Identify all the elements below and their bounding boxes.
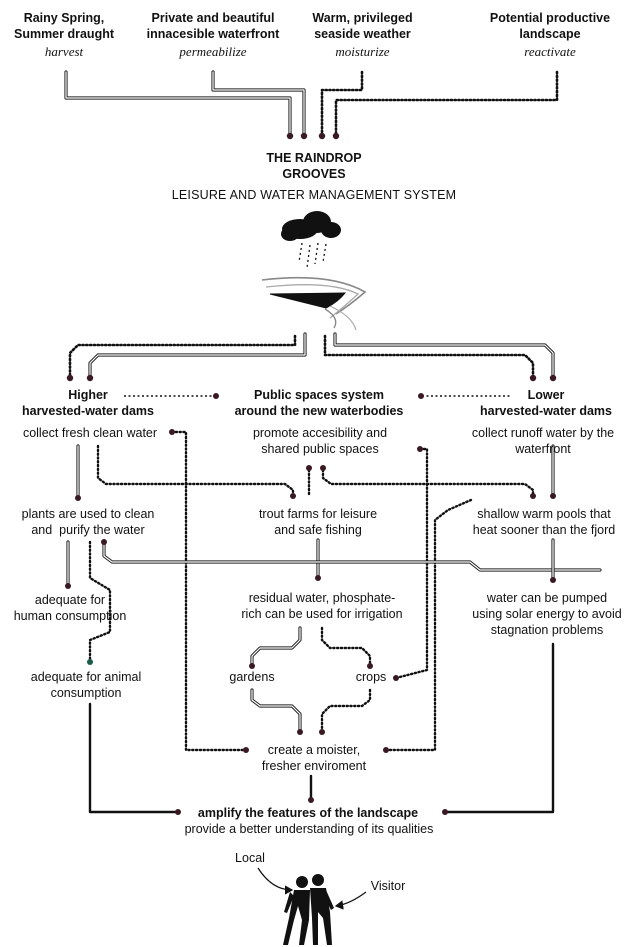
node-animal: adequate for animal consumption — [30, 670, 142, 700]
people-local-label: Local — [235, 851, 265, 865]
node-trout: trout farms for leisure and safe fishing — [258, 507, 378, 537]
input-landscape-title: Potential productive landscape — [489, 11, 611, 41]
system-subtitle: LEISURE AND WATER MANAGEMENT SYSTEM — [171, 188, 457, 202]
top-connectors — [64, 70, 559, 136]
input-rainy-title: Rainy Spring, Summer draught — [13, 11, 114, 41]
input-waterfront-title: Private and beautiful innacesible waterf… — [146, 11, 280, 41]
node-moister: create a moister, fresher enviroment — [261, 743, 367, 773]
input-waterfront-verb: permeabilize — [179, 44, 247, 59]
top-connector-dots — [286, 132, 340, 140]
middle-network-dots — [65, 429, 556, 815]
input-landscape-verb: reactivate — [524, 44, 576, 59]
node-crops: crops — [355, 670, 387, 684]
node-residual: residual water, phosphate- rich can be u… — [241, 591, 403, 621]
lower-dams-title: Lower harvested-water dams — [479, 388, 612, 418]
rain-cloud-icon — [281, 211, 341, 269]
middle-network — [66, 430, 602, 814]
split-connectors — [68, 332, 555, 378]
lower-dams-desc: collect runoff water by the waterfront — [471, 426, 615, 456]
people-icon — [283, 874, 334, 945]
node-amplify: amplify the features of the landscape — [197, 806, 419, 820]
people-visitor-label: Visitor — [370, 879, 406, 893]
public-spaces-title: Public spaces system around the new wate… — [234, 388, 404, 418]
node-pumped: water can be pumped using solar energy t… — [472, 591, 622, 637]
node-gardens: gardens — [229, 670, 275, 684]
input-weather-verb: moisturize — [335, 44, 390, 59]
split-connector-dots — [66, 374, 557, 382]
node-human: adequate for human consumption — [13, 593, 127, 623]
node-plants: plants are used to clean and purify the … — [21, 507, 155, 537]
node-pools: shallow warm pools that heat sooner than… — [472, 507, 616, 537]
input-weather-title: Warm, privileged seaside weather — [312, 11, 413, 41]
system-title: THE RAINDROP GROOVES — [266, 151, 362, 181]
header-cross-dots — [213, 393, 424, 399]
input-rainy-verb: harvest — [44, 44, 84, 59]
public-spaces-desc: promote accesibility and shared public s… — [252, 426, 388, 456]
higher-dams-desc: collect fresh clean water — [22, 426, 158, 440]
higher-dams-title: Higher harvested-water dams — [21, 388, 154, 418]
raindrop-groove-icon — [261, 276, 367, 331]
node-understand: provide a better understanding of its qu… — [184, 822, 434, 836]
people-arrows — [257, 867, 367, 910]
